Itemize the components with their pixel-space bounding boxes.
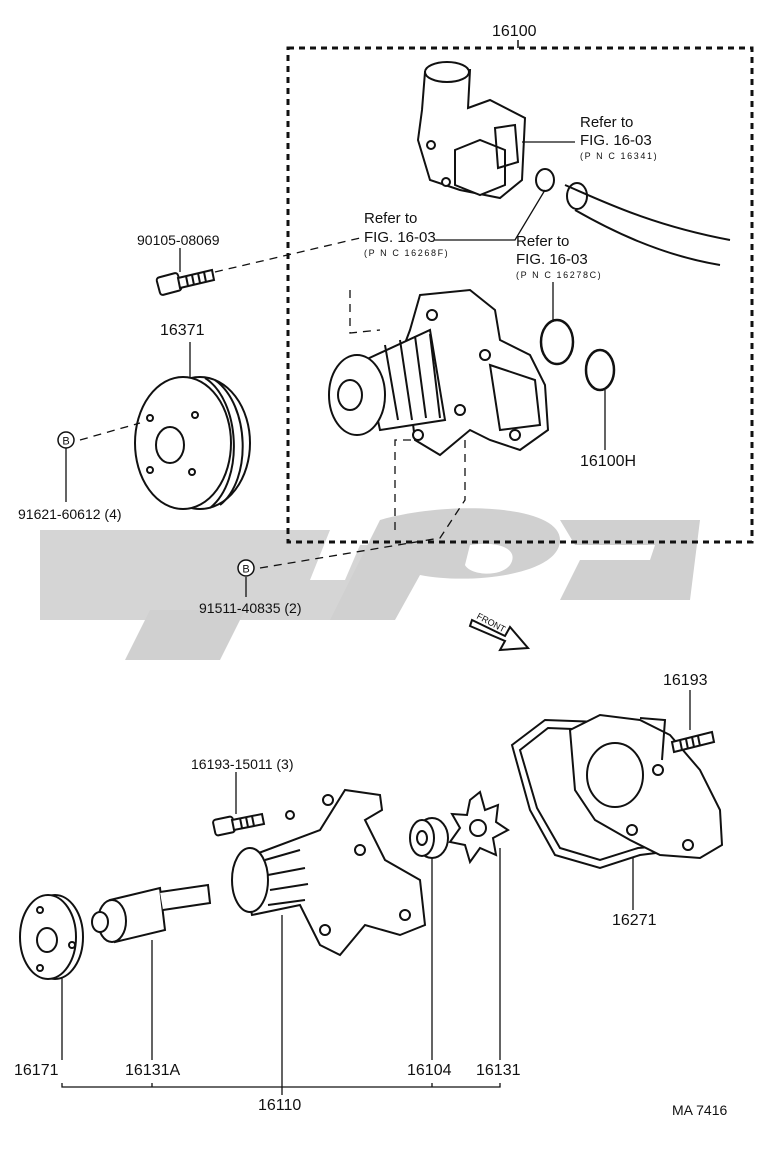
outlet-gasket-ring bbox=[535, 168, 555, 192]
part-16100h: 16100H bbox=[580, 453, 637, 470]
refer-c-line2: FIG. 16-03 bbox=[516, 251, 588, 268]
watermark-logo bbox=[40, 508, 700, 660]
figure-code: MA 7416 bbox=[672, 1102, 728, 1118]
part-16371: 16371 bbox=[160, 322, 205, 339]
part-16171: 16171 bbox=[14, 1062, 59, 1079]
part-16131a: 16131A bbox=[125, 1062, 181, 1079]
assembly-box bbox=[286, 46, 754, 544]
part-16193-15011: 16193-15011 (3) bbox=[191, 756, 294, 772]
part-16271: 16271 bbox=[612, 912, 657, 929]
pump-body-16110 bbox=[231, 788, 427, 957]
leader-lines bbox=[61, 141, 691, 1095]
front-arrow bbox=[468, 618, 531, 652]
refer-c-line3: (P N C 16278C) bbox=[516, 270, 603, 280]
bolt-16193-15011 bbox=[212, 812, 266, 837]
water-outlet-housing bbox=[416, 61, 527, 200]
hub-16171 bbox=[19, 894, 84, 980]
shaft-bearing-16131a bbox=[91, 883, 212, 944]
water-pump-assembly bbox=[328, 288, 550, 457]
bypass-pipe bbox=[564, 182, 731, 266]
assembly-label: 16100 bbox=[492, 23, 537, 40]
refer-c-line1: Refer to bbox=[516, 233, 570, 250]
pump-cover bbox=[568, 713, 724, 860]
b-marker-2-label: B bbox=[242, 564, 249, 576]
pulley-16371 bbox=[134, 376, 251, 510]
part-91621-60612: 91621-60612 (4) bbox=[18, 506, 122, 522]
bolt-90105 bbox=[155, 268, 216, 296]
part-90105-08069: 90105-08069 bbox=[137, 232, 220, 248]
refer-a-line3: (P N C 16341) bbox=[580, 151, 659, 161]
part-16131: 16131 bbox=[476, 1062, 521, 1079]
part-16110: 16110 bbox=[258, 1097, 302, 1114]
refer-a-line1: Refer to bbox=[580, 114, 634, 131]
refer-a-line2: FIG. 16-03 bbox=[580, 132, 652, 149]
stud-16193 bbox=[670, 730, 716, 754]
b-marker-2: B bbox=[237, 559, 255, 577]
pump-oring-upper bbox=[539, 318, 575, 366]
refer-b-line3: (P N C 16268F) bbox=[364, 248, 450, 258]
seal-16104 bbox=[409, 817, 449, 859]
part-16193: 16193 bbox=[663, 672, 708, 689]
b-marker-1: B bbox=[57, 431, 75, 449]
alignment-dashes bbox=[79, 237, 466, 569]
part-16104: 16104 bbox=[407, 1062, 452, 1079]
impeller-16131 bbox=[448, 790, 510, 865]
b-marker-1-label: B bbox=[62, 436, 69, 448]
refer-b-line1: Refer to bbox=[364, 210, 418, 227]
part-91511-40835: 91511-40835 (2) bbox=[199, 600, 302, 616]
refer-b-line2: FIG. 16-03 bbox=[364, 229, 436, 246]
pump-oring-16100h bbox=[584, 348, 616, 392]
